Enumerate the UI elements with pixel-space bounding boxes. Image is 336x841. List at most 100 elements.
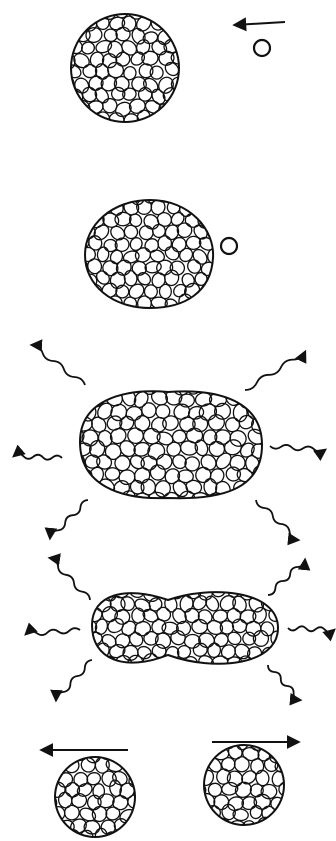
radiation-ray: [32, 345, 85, 385]
nucleon: [117, 488, 138, 509]
nucleon: [109, 374, 130, 395]
nucleon: [147, 569, 168, 590]
nucleon: [229, 379, 248, 396]
nucleon: [199, 818, 214, 831]
nucleon: [203, 200, 221, 217]
nucleon: [176, 489, 197, 511]
nucleon: [122, 756, 139, 775]
nucleon: [156, 377, 172, 392]
nucleon: [117, 414, 136, 433]
radiation-ray: [245, 352, 305, 390]
nucleon: [74, 493, 91, 508]
radiation-ray: [56, 660, 92, 700]
nucleon: [150, 667, 167, 681]
nucleon: [277, 780, 293, 797]
nucleon: [89, 414, 109, 434]
nucleon: [59, 0, 77, 18]
nucleon: [95, 400, 115, 421]
nucleon: [193, 295, 210, 313]
nucleon: [166, 669, 179, 681]
nucleon: [231, 570, 250, 590]
nucleon: [84, 294, 98, 310]
nucleon: [177, 223, 192, 238]
neutron: [254, 40, 270, 56]
nucleon-cluster-3: [67, 374, 273, 513]
nucleon: [160, 284, 172, 298]
nucleon: [180, 272, 196, 289]
absorbed-neutron: [221, 238, 237, 254]
radiation-rays-4: [26, 558, 334, 700]
nucleon: [42, 815, 61, 833]
nucleon: [68, 376, 85, 393]
nucleon: [253, 582, 267, 599]
nucleon: [102, 53, 117, 68]
nucleon-cluster-1: [56, 0, 190, 131]
nucleon: [257, 571, 276, 590]
nucleon: [94, 202, 109, 217]
nucleon: [170, 235, 189, 254]
nucleon: [47, 745, 62, 761]
nucleon: [260, 597, 279, 613]
nucleon: [242, 477, 262, 497]
nucleon-cluster-4: [77, 569, 286, 686]
nucleon: [135, 573, 149, 588]
nucleon: [113, 50, 132, 69]
nucleon: [80, 247, 97, 263]
nucleon: [153, 478, 173, 499]
nucleon: [122, 65, 137, 81]
nucleon-cluster-right: [190, 731, 294, 836]
nucleon: [198, 189, 216, 206]
nucleon: [116, 27, 130, 41]
nucleon: [85, 654, 103, 672]
nucleon: [74, 3, 90, 20]
nucleon: [83, 64, 97, 77]
nucleon: [197, 732, 209, 748]
nucleon: [203, 803, 223, 823]
nucleon: [65, 109, 83, 128]
nucleon: [182, 655, 199, 672]
nucleon: [122, 249, 140, 264]
nucleon: [255, 392, 271, 408]
nucleon: [190, 804, 208, 821]
nucleon: [223, 492, 239, 510]
nucleon: [135, 668, 151, 685]
nucleon: [50, 830, 64, 841]
nucleon: [184, 187, 200, 204]
radiation-ray: [268, 665, 300, 700]
nucleon: [129, 745, 144, 762]
nucleon: [197, 401, 220, 423]
nucleon: [78, 572, 97, 591]
nucleon: [197, 744, 217, 764]
stage-1-nucleus: [56, 0, 190, 131]
nucleon: [70, 792, 89, 810]
nucleon: [99, 73, 119, 93]
nucleon: [67, 15, 83, 32]
nucleon: [190, 668, 207, 685]
nucleon: [94, 452, 114, 471]
nucleon: [163, 110, 181, 128]
neutron-direction-arrow: [235, 22, 285, 25]
nucleon: [158, 236, 171, 251]
nucleon: [85, 187, 105, 207]
nucleon: [96, 671, 111, 684]
nucleon: [269, 656, 284, 670]
nucleon: [63, 63, 83, 81]
nucleon: [191, 570, 210, 589]
stage-3-deformed-nucleus: [14, 345, 325, 540]
nucleon: [140, 377, 160, 397]
nucleon: [140, 455, 157, 471]
nucleon: [80, 197, 100, 216]
nucleon: [142, 30, 159, 45]
nucleon: [59, 25, 79, 45]
nucleon: [126, 769, 145, 789]
nucleon: [218, 572, 237, 590]
radiation-ray: [50, 558, 90, 600]
nucleon: [75, 211, 93, 229]
nucleon: [56, 745, 75, 765]
stage-4-necking-nucleus: [26, 558, 334, 700]
nucleon: [121, 665, 141, 684]
nucleon: [72, 186, 90, 203]
nucleon: [165, 17, 181, 34]
nucleon: [99, 378, 113, 395]
